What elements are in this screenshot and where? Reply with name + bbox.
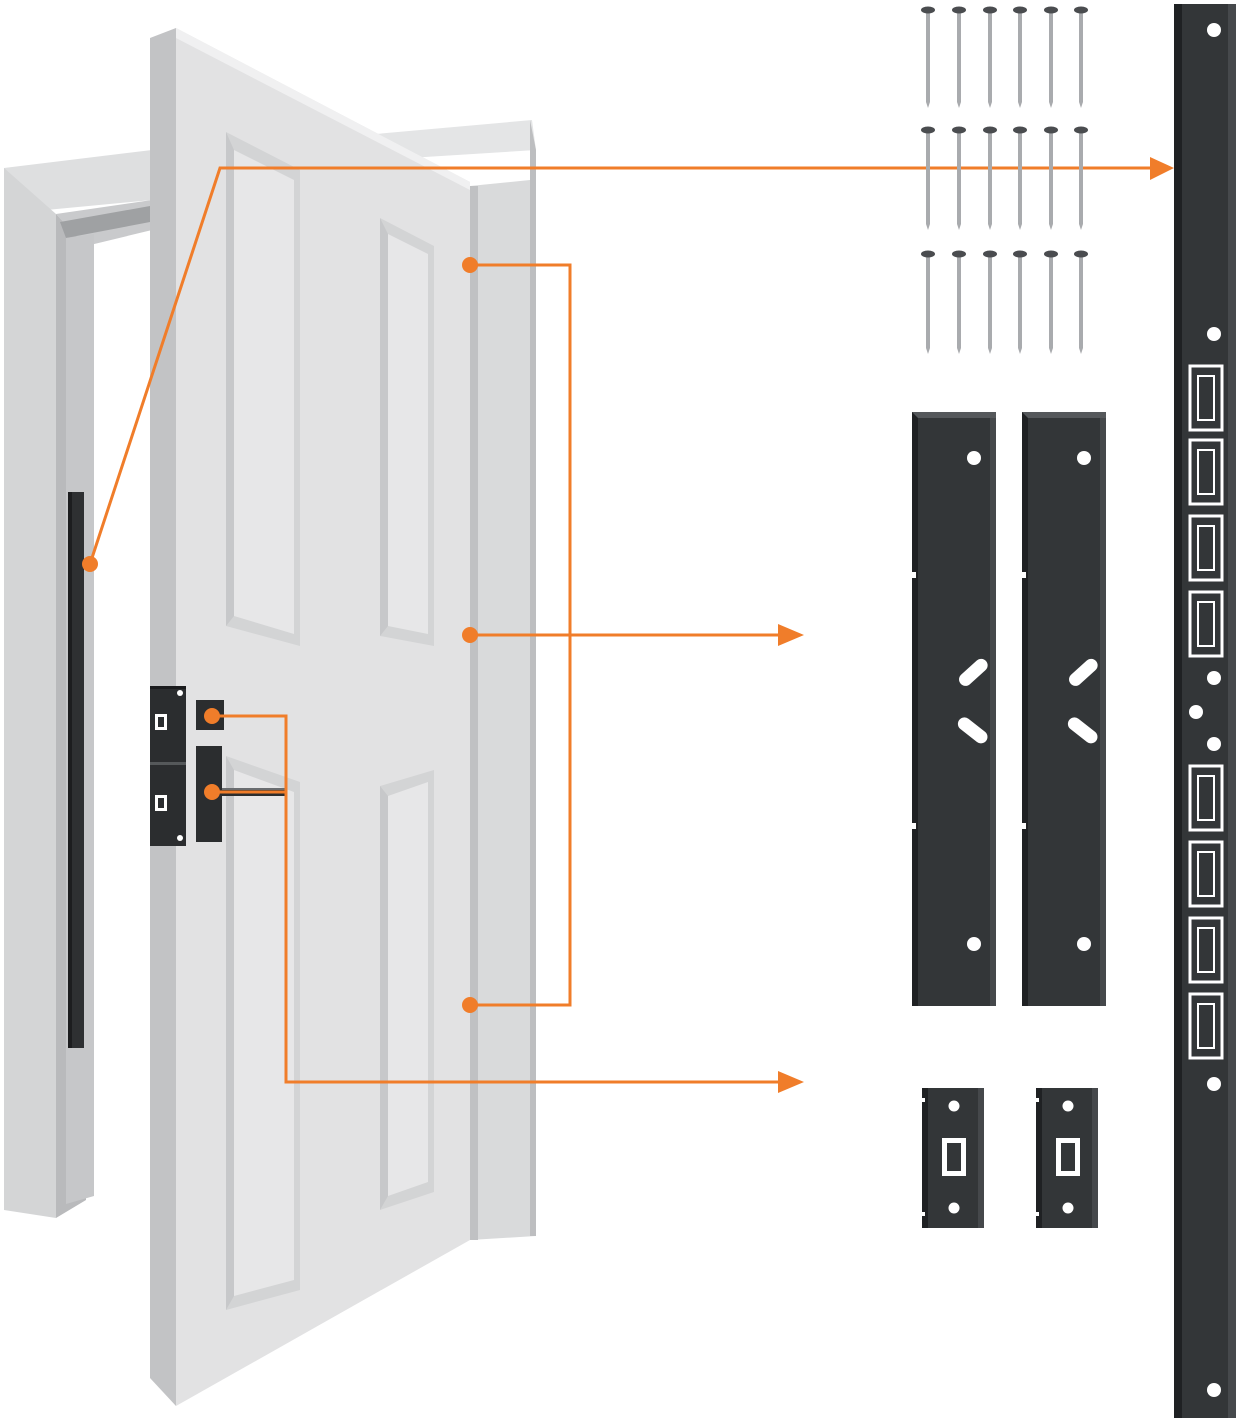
jamb-slot-inner	[1197, 775, 1215, 821]
screw	[983, 250, 997, 354]
dot-hinge-bottom	[462, 997, 478, 1013]
door-frame-right	[376, 120, 536, 1240]
jamb-slot	[1188, 916, 1224, 984]
screw	[1044, 6, 1058, 108]
screw	[952, 6, 966, 108]
jamb-plate-slots	[1188, 364, 1224, 1060]
callout-lines	[88, 166, 1160, 1084]
mounting-screws	[921, 6, 1088, 354]
jamb-slot	[1188, 992, 1224, 1060]
screw	[1074, 126, 1088, 230]
jamb-slot	[1188, 364, 1224, 432]
screw	[921, 250, 935, 354]
jamb-slot	[1188, 590, 1224, 658]
door-panel-bottom-right	[380, 770, 434, 1210]
callout-jamb-line	[88, 166, 1160, 565]
screw	[952, 250, 966, 354]
lock-hardware	[150, 686, 286, 846]
callout-strike-line	[212, 714, 780, 1084]
dot-hinge-middle	[462, 627, 478, 643]
screw	[921, 126, 935, 230]
callout-dots	[82, 257, 478, 1013]
screw	[952, 126, 966, 230]
jamb-slot-inner	[1197, 449, 1215, 495]
door-panel-bottom-left	[226, 756, 300, 1310]
jamb-slot-inner	[1197, 851, 1215, 897]
jamb-slot-inner	[1197, 1003, 1215, 1049]
jamb-slot-inner	[1197, 927, 1215, 973]
screw	[1044, 250, 1058, 354]
arrowhead-strike	[778, 1071, 804, 1093]
dot-hinge-top	[462, 257, 478, 273]
callout-arrowheads	[778, 157, 1174, 1093]
jamb-slot	[1188, 840, 1224, 908]
door-panel-top-left	[226, 132, 300, 646]
strike-plate-right	[1034, 1088, 1098, 1228]
installed-jamb-plate	[68, 492, 84, 1048]
arrowhead-jamb	[1150, 157, 1174, 180]
screw	[1074, 250, 1088, 354]
hinge-plate-left	[910, 412, 996, 1006]
screw	[1074, 6, 1088, 108]
hinge-plate-right	[1020, 412, 1106, 1006]
dot-jamb	[82, 556, 98, 572]
jamb-slot-inner	[1197, 375, 1215, 421]
screw	[983, 126, 997, 230]
jamb-slot-inner	[1197, 601, 1215, 647]
screw	[1013, 126, 1027, 230]
screw	[921, 6, 935, 108]
screw	[1013, 6, 1027, 108]
jamb-slot	[1188, 764, 1224, 832]
dot-strike-bottom	[204, 784, 220, 800]
jamb-slot	[1188, 438, 1224, 506]
arrowhead-hinge	[778, 624, 804, 646]
screw	[983, 6, 997, 108]
screw	[1044, 126, 1058, 230]
long-jamb-plate	[1174, 4, 1236, 1418]
screw	[1013, 250, 1027, 354]
strike-plate-left	[920, 1088, 984, 1228]
jamb-slot-inner	[1197, 525, 1215, 571]
dot-strike-top	[204, 708, 220, 724]
door-panel-top-right	[380, 218, 434, 646]
jamb-slot	[1188, 514, 1224, 582]
